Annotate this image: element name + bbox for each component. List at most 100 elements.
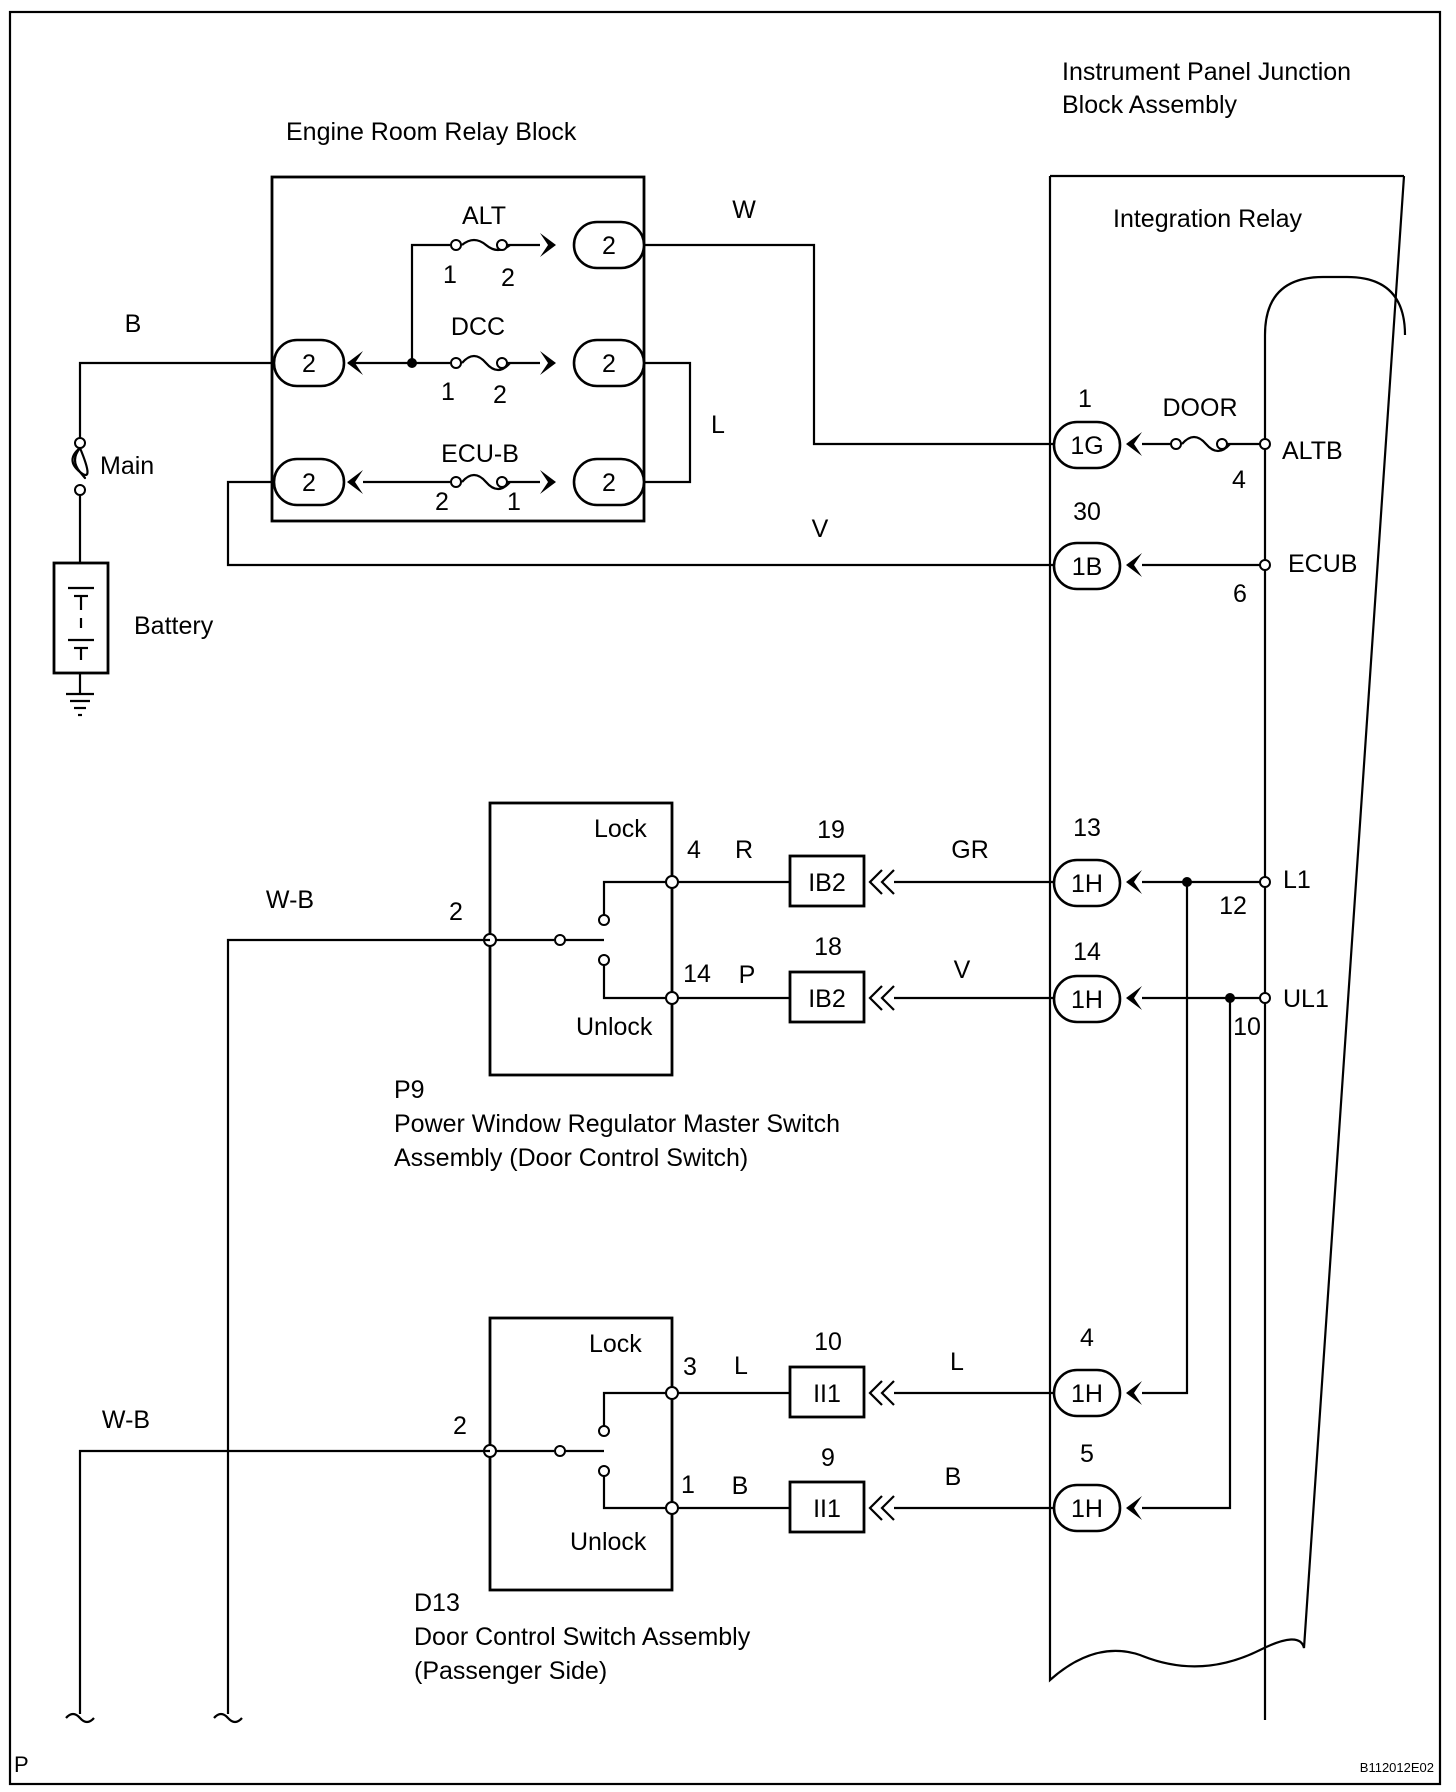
pin-label: 1 (681, 1471, 695, 1499)
connector-arrow-icon (1126, 986, 1142, 1010)
pin-label: 1 (443, 261, 457, 289)
fuse-dcc-label: DCC (451, 313, 505, 341)
wire-label: W-B (102, 1406, 150, 1434)
wire-label: B (125, 310, 142, 338)
switch2-name-line2: (Passenger Side) (414, 1657, 607, 1685)
pin-label: 10 (1233, 1013, 1261, 1041)
connector-arrow-icon (1126, 553, 1142, 577)
ipjb-title-line1: Instrument Panel Junction (1062, 58, 1351, 86)
instrument-panel-junction-block (1048, 175, 1406, 1683)
connector-label: 2 (602, 350, 616, 378)
wire-label: R (735, 836, 753, 864)
connector-pill (1052, 420, 1122, 470)
connector-label: 1H (1071, 870, 1103, 898)
relay-terminal-label: ECUB (1288, 550, 1357, 578)
junction-connector-ib2 (788, 854, 866, 908)
pin-label: 18 (814, 933, 842, 961)
connector-arrow-icon (1126, 1381, 1142, 1405)
pin-label: 30 (1073, 498, 1101, 526)
connector-label: 2 (302, 469, 316, 497)
wire-label: W (732, 196, 756, 224)
wire-v (226, 480, 1054, 567)
connector-label: 1G (1070, 432, 1103, 460)
pin-label: 12 (1219, 892, 1247, 920)
figure-code: B112012E02 (1360, 1760, 1434, 1775)
wire-label: V (812, 515, 829, 543)
pin-label: 3 (683, 1353, 697, 1381)
wire-l-loop (644, 361, 692, 484)
pin-label: 9 (821, 1444, 835, 1472)
wire-label: GR (951, 836, 989, 864)
fuse-main-label: Main (100, 452, 154, 480)
wire-label: L (734, 1352, 748, 1380)
switch-unlock-label: Unlock (576, 1013, 653, 1041)
pin-label: 1 (1078, 385, 1092, 413)
connector-arrow-icon (1126, 1496, 1142, 1520)
connector-label: 1B (1072, 553, 1103, 581)
wire-branch-l1 (1142, 882, 1189, 1395)
junction-connector-ii1 (788, 1480, 866, 1534)
connector-label: 2 (602, 469, 616, 497)
pin-label: 2 (501, 264, 515, 292)
battery-label: Battery (134, 612, 214, 640)
switch1-code: P9 (394, 1076, 425, 1104)
pin-label: 6 (1233, 580, 1247, 608)
switch1-name-line2: Assembly (Door Control Switch) (394, 1144, 748, 1172)
footer-section-letter: P (14, 1752, 29, 1777)
pin-label: 4 (1080, 1324, 1094, 1352)
switch2-code: D13 (414, 1589, 460, 1617)
connector-pill (1052, 541, 1122, 591)
wire-wb-lower (78, 1449, 490, 1714)
junction-connector-ib2 (788, 970, 866, 1024)
integration-relay (1263, 275, 1407, 1720)
connector-label: II1 (813, 1495, 841, 1523)
pin-label: 1 (507, 488, 521, 516)
connector-label: IB2 (808, 869, 846, 897)
ipjb-title-line2: Block Assembly (1062, 91, 1238, 119)
door-control-switch-passenger (488, 1316, 674, 1592)
pin-label: 2 (435, 488, 449, 516)
fuse-door-label: DOOR (1163, 394, 1238, 422)
connector-arrow-icon (540, 470, 556, 494)
wire-wb-upper (226, 938, 490, 1714)
relay-terminal-label: UL1 (1283, 985, 1329, 1013)
pin-label: 19 (817, 816, 845, 844)
junction-dot (407, 358, 417, 368)
switch-unlock-label: Unlock (570, 1528, 647, 1556)
pin-label: 4 (1232, 466, 1246, 494)
integration-relay-title: Integration Relay (1113, 205, 1303, 233)
relay-terminal-label: L1 (1283, 866, 1311, 894)
switch1-name-line1: Power Window Regulator Master Switch (394, 1110, 840, 1138)
continuation-break-icon (213, 1712, 243, 1724)
wire-label: L (711, 411, 725, 439)
pin-label: 1 (441, 378, 455, 406)
connector-arrow-icon (347, 470, 363, 494)
connector-arrow-icon (1126, 432, 1142, 456)
connector-label: II1 (813, 1380, 841, 1408)
connector-label: 1H (1071, 1495, 1103, 1523)
pin-label: 13 (1073, 814, 1101, 842)
pin-label: 5 (1080, 1440, 1094, 1468)
connector-arrow-icon (347, 351, 363, 375)
switch-lock-label: Lock (594, 815, 647, 843)
outer-frame (8, 10, 1442, 1786)
connector-label: 2 (602, 232, 616, 260)
connector-label: 1H (1071, 986, 1103, 1014)
wire-label: B (945, 1463, 962, 1491)
connector-arrow-icon (1126, 870, 1142, 894)
pin-label: 2 (449, 898, 463, 926)
connector-arrow-icon (868, 1380, 883, 1406)
wire-label: L (950, 1348, 964, 1376)
wire-label: B (732, 1472, 749, 1500)
engine-room-relay-block-title: Engine Room Relay Block (286, 118, 577, 146)
wire-branch-ul1 (1142, 998, 1232, 1510)
fuse-alt-label: ALT (462, 202, 506, 230)
connector-arrow-icon (868, 1495, 883, 1521)
connector-label: 1H (1071, 1380, 1103, 1408)
continuation-break-icon (65, 1712, 95, 1724)
junction-connector-ii1 (788, 1365, 866, 1419)
switch2-name-line1: Door Control Switch Assembly (414, 1623, 751, 1651)
connector-arrow-icon (868, 869, 883, 895)
pin-label: 14 (683, 960, 711, 988)
